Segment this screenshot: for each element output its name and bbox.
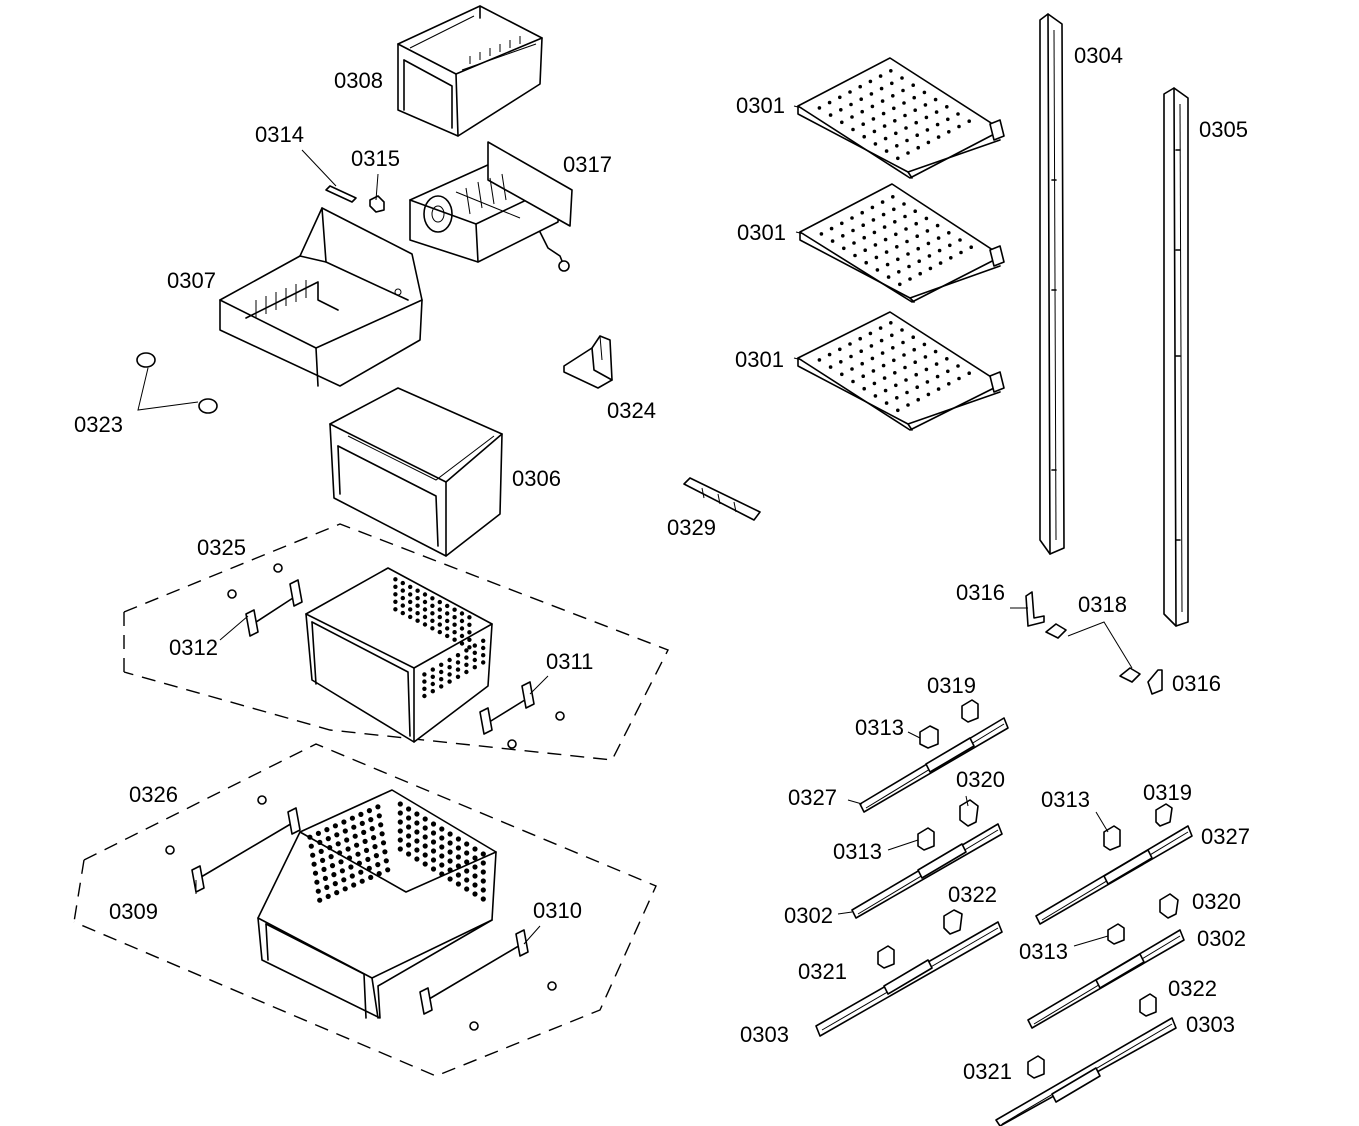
part-0302-slide-rail-a — [851, 823, 1003, 919]
part-0314-bracket — [325, 185, 357, 203]
part-0307-tray — [219, 207, 423, 387]
label-0307: 0307 — [167, 268, 216, 293]
label-0312: 0312 — [169, 635, 218, 660]
label-0309: 0309 — [109, 899, 158, 924]
leader-lines — [195, 105, 1109, 947]
label-0329: 0329 — [667, 515, 716, 540]
part-0324-bracket — [563, 335, 613, 389]
label-0301-c: 0301 — [735, 347, 784, 372]
part-0316-bracket-right — [1147, 669, 1163, 695]
label-0301-a: 0301 — [736, 93, 785, 118]
label-0319-a: 0319 — [927, 673, 976, 698]
label-0320-a: 0320 — [956, 767, 1005, 792]
label-0317: 0317 — [563, 152, 612, 177]
label-0321-a: 0321 — [798, 959, 847, 984]
label-0303-a: 0303 — [740, 1022, 789, 1047]
label-0313-c: 0313 — [1041, 787, 1090, 812]
part-0306-bin — [329, 387, 503, 557]
label-0316-b: 0316 — [1172, 671, 1221, 696]
part-0317-ice-maker — [409, 141, 573, 272]
label-0302-a: 0302 — [784, 903, 833, 928]
dashed-mount-outline-upper — [123, 523, 669, 761]
label-0315: 0315 — [351, 146, 400, 171]
basket-lower-perforations — [307, 801, 486, 903]
part-wire-basket-lower — [257, 789, 497, 1019]
part-labels: 0308 0314 0315 0317 0307 0323 0324 0306 … — [74, 43, 1250, 1084]
basket-upper-perforations — [393, 577, 486, 699]
label-0318: 0318 — [1078, 592, 1127, 617]
label-0316-a: 0316 — [956, 580, 1005, 605]
label-0327-a: 0327 — [788, 785, 837, 810]
part-0305-upright-right — [1163, 87, 1189, 627]
label-0322-a: 0322 — [948, 882, 997, 907]
label-0306: 0306 — [512, 466, 561, 491]
label-0304: 0304 — [1074, 43, 1123, 68]
dashed-mount-outline-lower — [73, 743, 657, 1077]
label-0320-b: 0320 — [1192, 889, 1241, 914]
label-0319-b: 0319 — [1143, 780, 1192, 805]
label-0311: 0311 — [546, 649, 593, 674]
label-0321-b: 0321 — [963, 1059, 1012, 1084]
part-0301-shelf-3 — [797, 311, 1005, 431]
label-0303-b: 0303 — [1186, 1012, 1235, 1037]
part-0309-left-rail — [165, 795, 301, 893]
label-0308: 0308 — [334, 68, 383, 93]
label-0313-b: 0313 — [833, 839, 882, 864]
label-0327-b: 0327 — [1201, 824, 1250, 849]
label-0326: 0326 — [129, 782, 178, 807]
part-0310-right-rail — [419, 929, 557, 1031]
part-0302-slide-rail-b — [1027, 929, 1185, 1029]
label-0302-b: 0302 — [1197, 926, 1246, 951]
label-0305: 0305 — [1199, 117, 1248, 142]
part-0308-top-bin — [397, 5, 543, 137]
label-0310: 0310 — [533, 898, 582, 923]
part-0316-bracket-left — [1025, 591, 1045, 627]
part-0303-slide-rail-b — [995, 1017, 1177, 1126]
part-0301-shelf-2 — [799, 183, 1005, 303]
label-0325: 0325 — [197, 535, 246, 560]
part-0303-slide-rail-a — [815, 921, 1003, 1037]
part-wire-basket-upper — [305, 567, 493, 743]
label-0313-a: 0313 — [855, 715, 904, 740]
part-0301-shelf-1 — [797, 57, 1005, 179]
part-0304-upright-left — [1039, 13, 1065, 555]
label-0301-b: 0301 — [737, 220, 786, 245]
part-0318-pad — [1045, 621, 1141, 683]
part-0315-clip — [369, 195, 385, 213]
part-0312-left-rail — [227, 563, 303, 637]
label-0323: 0323 — [74, 412, 123, 437]
shelf-perforations — [817, 69, 973, 413]
part-0311-right-rail — [479, 681, 565, 749]
part-0327-slide-rail-a — [859, 717, 1009, 813]
part-0327-slide-rail-b — [1035, 825, 1193, 925]
label-0314: 0314 — [255, 122, 304, 147]
part-0329-rail — [683, 477, 761, 521]
part-0323-plugs — [136, 352, 218, 414]
label-0322-b: 0322 — [1168, 976, 1217, 1001]
label-0324: 0324 — [607, 398, 656, 423]
label-0313-d: 0313 — [1019, 939, 1068, 964]
